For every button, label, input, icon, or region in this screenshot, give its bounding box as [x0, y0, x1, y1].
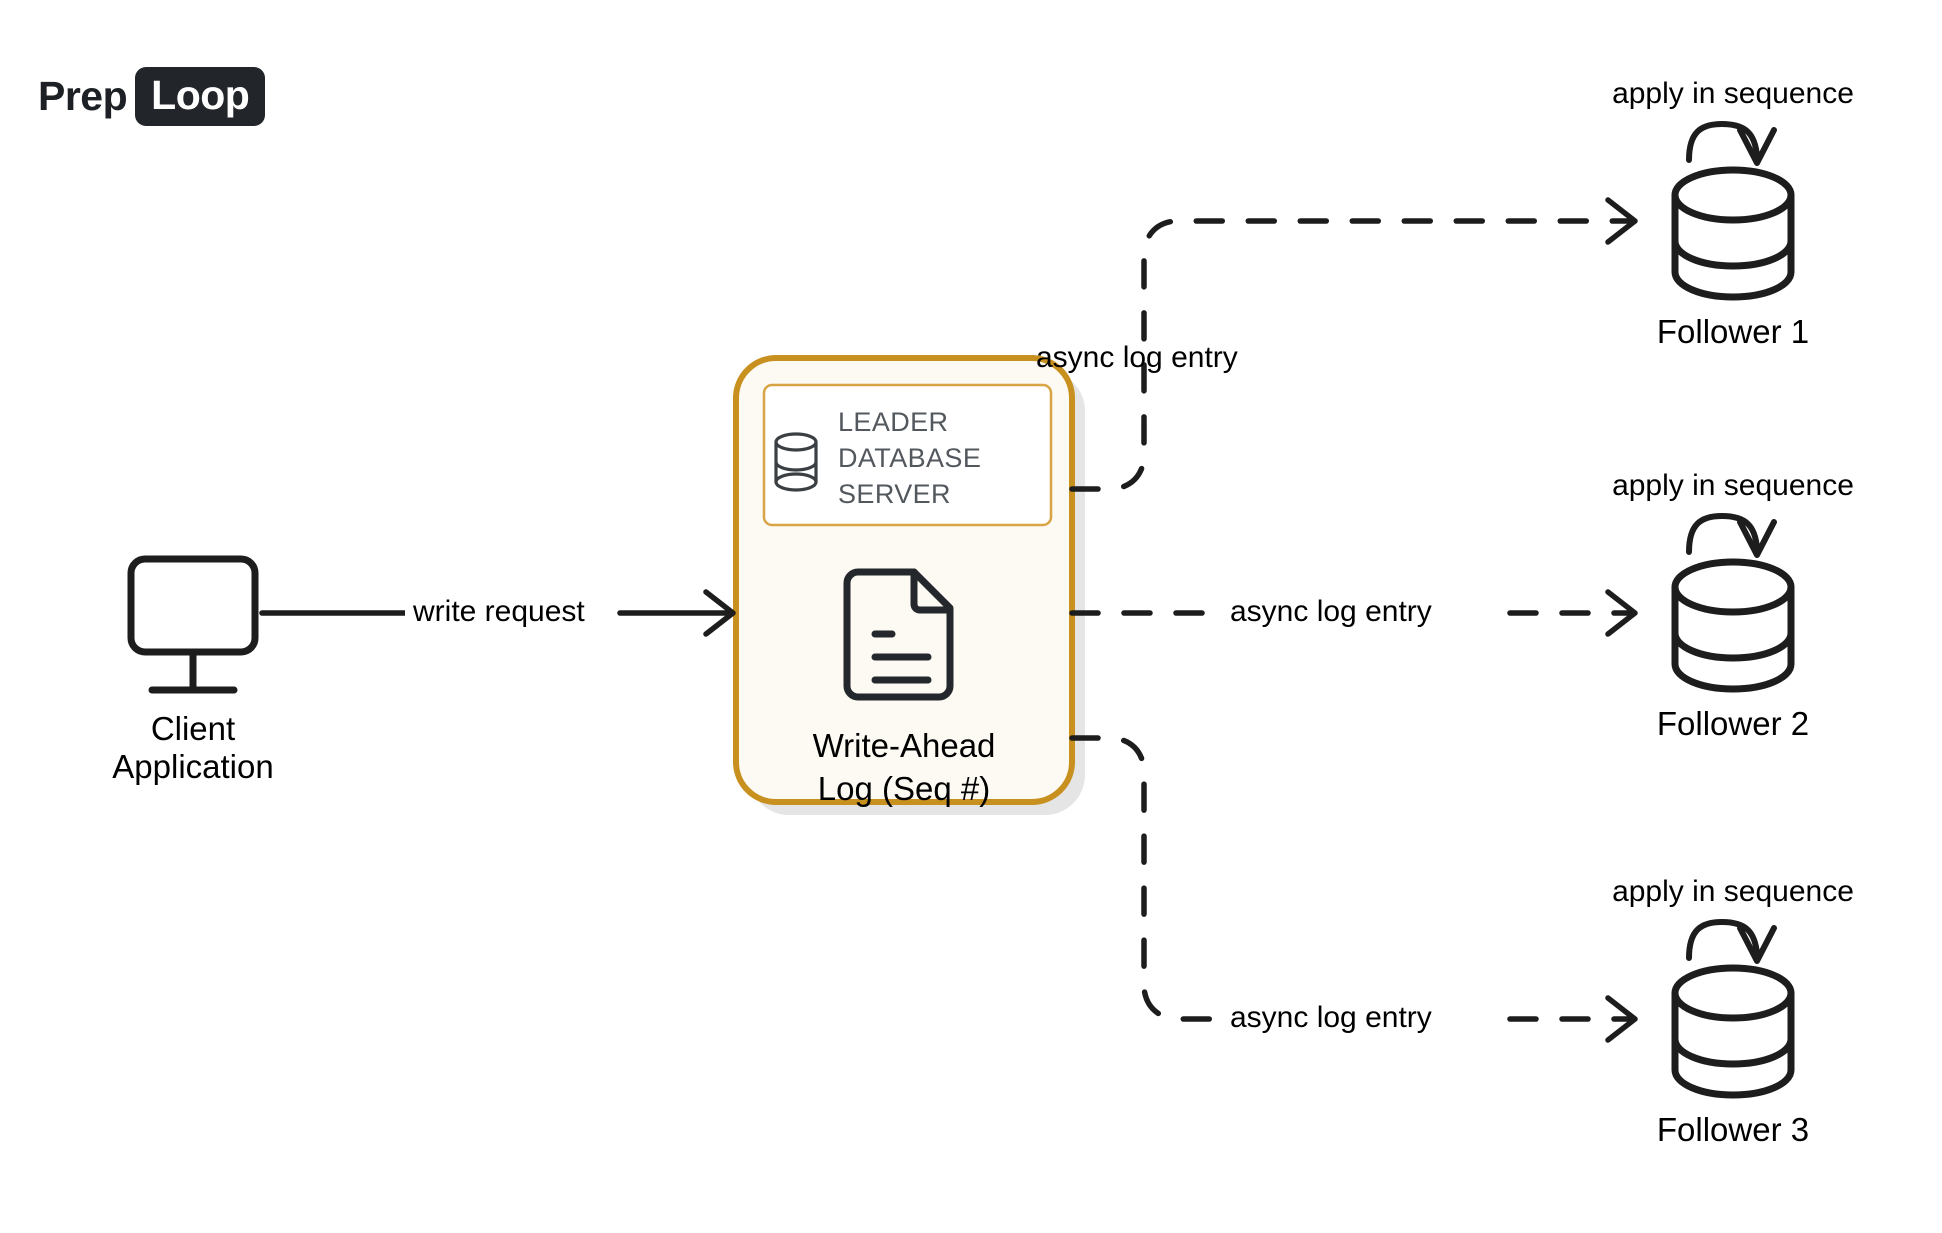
follower-2-loop-arrow-icon — [1686, 513, 1777, 558]
async-path-1 — [1069, 218, 1633, 492]
client-label-text: Client Application — [112, 710, 274, 785]
follower-3-loop-arrow-icon — [1686, 919, 1777, 964]
leader-header-box — [762, 383, 1053, 527]
async-path-3 — [1069, 735, 1633, 1022]
follower-1-label: Follower 1 — [1656, 313, 1810, 350]
async-path-1-arrowhead — [1605, 197, 1638, 245]
follower-3-cylinder-icon[interactable] — [1671, 964, 1795, 1099]
leader-header-label: LEADER DATABASE SERVER — [838, 407, 982, 509]
monitor-icon — [127, 555, 259, 694]
follower-1-loop-arrow-icon — [1686, 121, 1777, 166]
follower-3-loop-label: apply in sequence — [1612, 875, 1854, 908]
follower-2-loop-label: apply in sequence — [1612, 469, 1854, 502]
async-path-2-arrowhead — [1605, 589, 1638, 637]
document-icon — [843, 568, 954, 701]
database-cylinder-icon — [774, 432, 818, 492]
brand-prep-text: Prep — [38, 72, 128, 119]
write-request-arrow — [259, 589, 736, 637]
async-log-entry-label-2: async log entry — [1222, 595, 1440, 629]
async-log-entry-label-1: async log entry — [1036, 341, 1238, 374]
follower-2-cylinder-icon[interactable] — [1671, 558, 1795, 693]
async-path-3-arrowhead — [1605, 995, 1638, 1043]
brand-loop-badge: Loop — [135, 66, 266, 126]
async-log-entry-label-3: async log entry — [1222, 1001, 1440, 1035]
client-label: Client Application — [43, 710, 343, 786]
follower-1-loop-label: apply in sequence — [1612, 77, 1854, 110]
write-request-label: write request — [405, 595, 593, 629]
brand-loop-text: Loop — [151, 71, 250, 118]
follower-2-label: Follower 2 — [1656, 705, 1810, 742]
wal-label: Write-Ahead Log (Seq #) — [812, 727, 996, 807]
brand-logo: Prep Loop — [38, 66, 266, 126]
follower-3-label: Follower 3 — [1656, 1111, 1810, 1148]
follower-1-cylinder-icon[interactable] — [1671, 166, 1795, 301]
